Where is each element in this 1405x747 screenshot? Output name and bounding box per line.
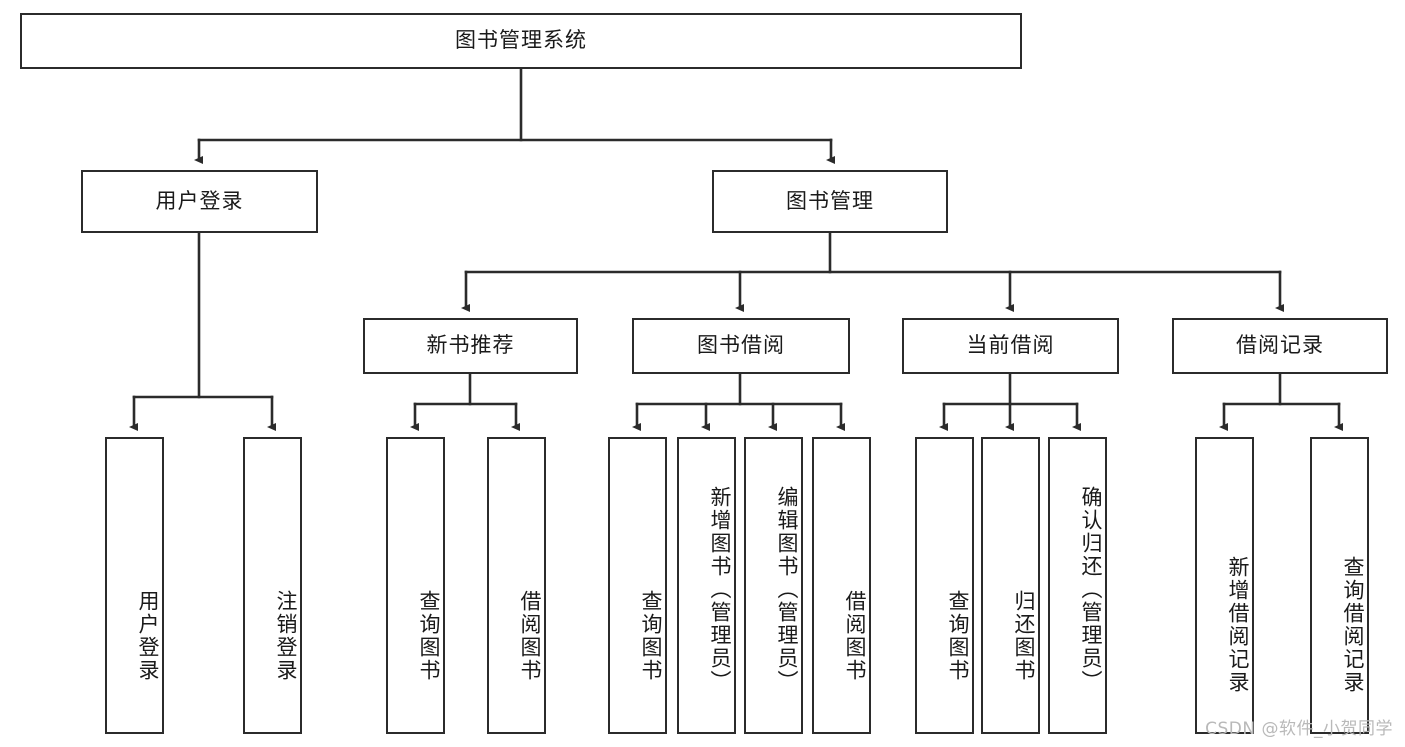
node-leaf-edit-book[interactable]: 编辑图书（管理员） [744, 437, 803, 734]
node-leaf-return-book[interactable]: 归还图书 [981, 437, 1040, 734]
node-book-borrow[interactable]: 图书借阅 [632, 318, 850, 374]
node-leaf-query-book-2[interactable]: 查询图书 [608, 437, 667, 734]
node-leaf-confirm-return[interactable]: 确认归还（管理员） [1048, 437, 1107, 734]
watermark-text: CSDN @软件_小贺同学 [1205, 719, 1393, 739]
node-leaf-borrow-book-2[interactable]: 借阅图书 [812, 437, 871, 734]
node-current-borrow[interactable]: 当前借阅 [902, 318, 1119, 374]
node-leaf-add-record[interactable]: 新增借阅记录 [1195, 437, 1254, 734]
node-borrow-record[interactable]: 借阅记录 [1172, 318, 1388, 374]
node-leaf-query-book-3[interactable]: 查询图书 [915, 437, 974, 734]
node-leaf-query-book-1[interactable]: 查询图书 [386, 437, 445, 734]
node-book-management[interactable]: 图书管理 [712, 170, 948, 233]
node-new-book-recommend[interactable]: 新书推荐 [363, 318, 578, 374]
node-leaf-user-login[interactable]: 用户登录 [105, 437, 164, 734]
node-user-login[interactable]: 用户登录 [81, 170, 318, 233]
node-leaf-query-record[interactable]: 查询借阅记录 [1310, 437, 1369, 734]
node-root[interactable]: 图书管理系统 [20, 13, 1022, 69]
node-leaf-borrow-book-1[interactable]: 借阅图书 [487, 437, 546, 734]
node-leaf-logout[interactable]: 注销登录 [243, 437, 302, 734]
node-leaf-add-book[interactable]: 新增图书（管理员） [677, 437, 736, 734]
